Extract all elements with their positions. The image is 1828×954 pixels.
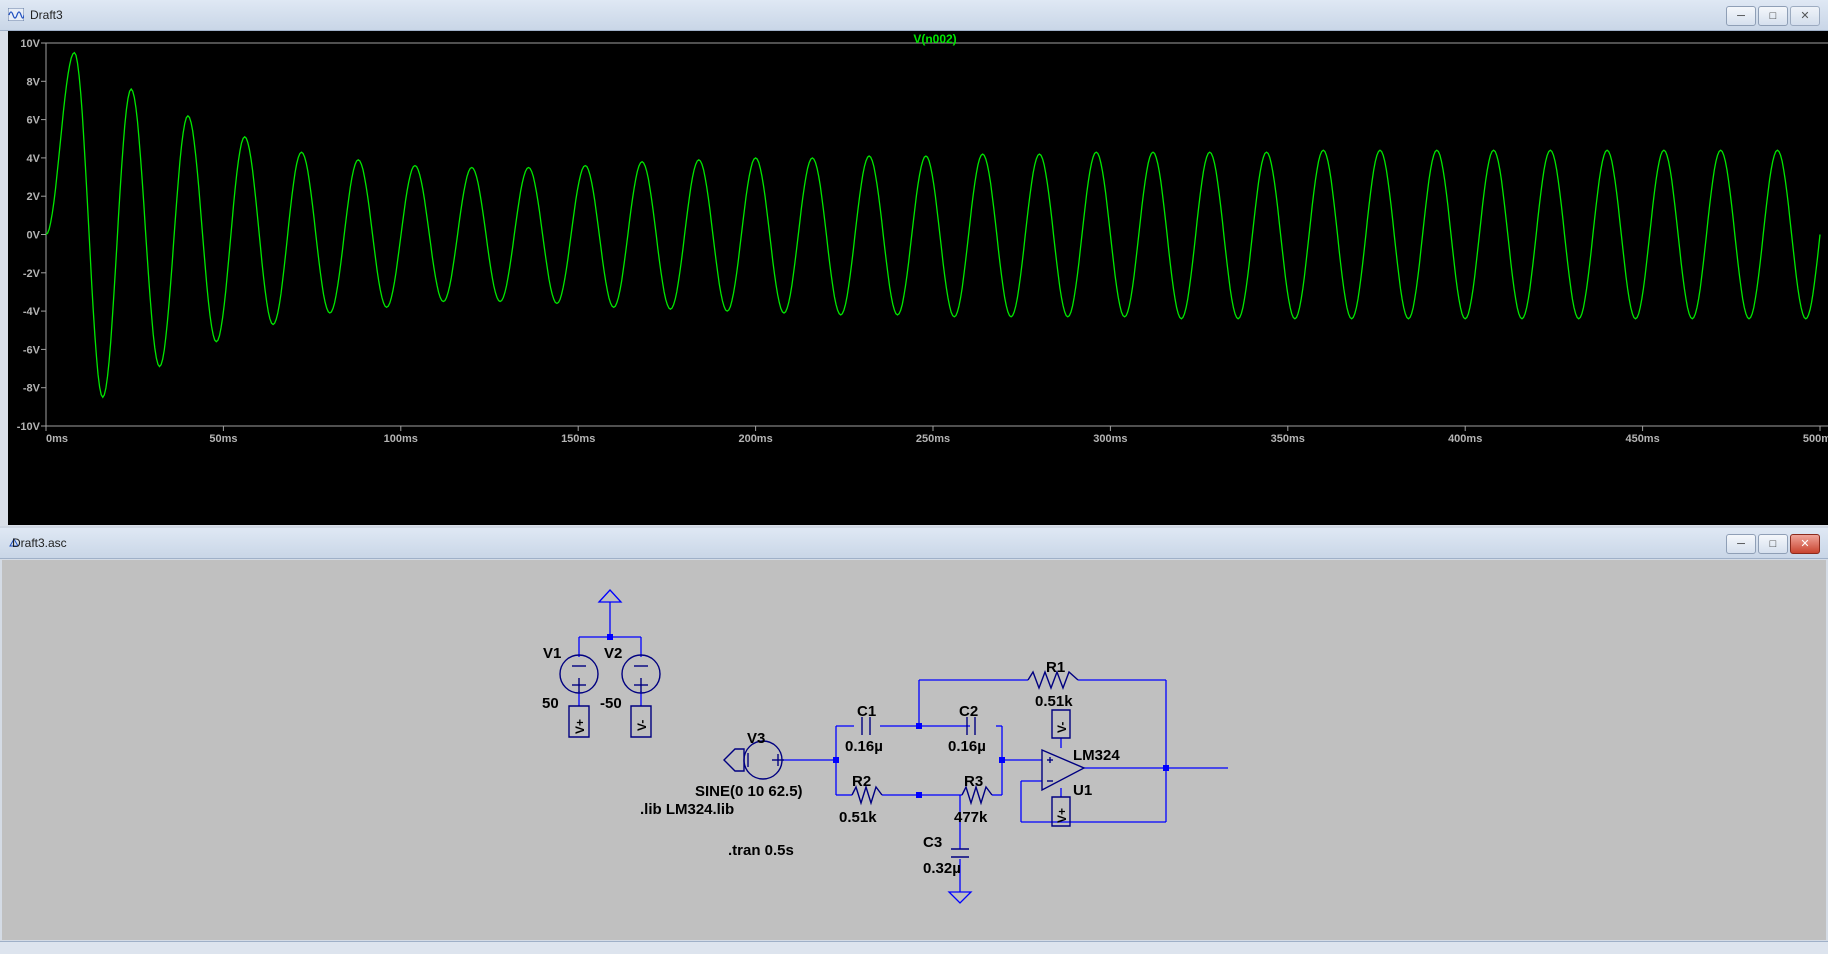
r1-symbol <box>1027 670 1079 690</box>
y-tick-label: 10V <box>20 38 40 50</box>
schematic-window-title: Draft3.asc <box>12 536 67 550</box>
y-tick-label: 6V <box>27 115 41 127</box>
x-tick-label: 50ms <box>209 433 237 445</box>
r3-symbol <box>961 784 993 806</box>
v2-name[interactable]: V2 <box>604 645 622 662</box>
v3-value[interactable]: SINE(0 10 62.5) <box>695 783 803 800</box>
y-tick-label: 0V <box>27 230 41 242</box>
waveform-viewer-window: Draft3 ─ □ ✕ V(n002) 10V 8V 6V 4V 2V 0V -2V -4V… <box>0 0 1828 526</box>
x-tick-label: 150ms <box>561 433 595 445</box>
status-strip <box>0 941 1828 954</box>
u1-vplus-label: V+ <box>1055 808 1069 823</box>
schematic-maximize-button[interactable]: □ <box>1758 534 1788 554</box>
y-tick-label: 8V <box>27 76 41 88</box>
v1-source-symbol <box>559 654 599 694</box>
c1-value[interactable]: 0.16µ <box>845 738 883 755</box>
u1-name[interactable]: U1 <box>1073 782 1092 799</box>
c3-value[interactable]: 0.32µ <box>923 860 961 877</box>
waveform-app-icon <box>8 8 24 21</box>
x-tick-label: 350ms <box>1271 433 1305 445</box>
v1-value[interactable]: 50 <box>542 695 559 712</box>
x-tick-label: 400ms <box>1448 433 1482 445</box>
r3-value[interactable]: 477k <box>954 809 988 826</box>
plot-window-title: Draft3 <box>30 8 63 22</box>
v2-flag-label: V- <box>635 720 649 731</box>
r2-symbol <box>851 784 883 806</box>
y-tick-label: -6V <box>23 344 41 356</box>
r2-name[interactable]: R2 <box>852 773 871 790</box>
schematic-canvas[interactable]: V1 50 V2 -50 V3 SINE(0 10 62.5) .lib LM3… <box>2 560 1826 940</box>
y-tick-label: 2V <box>27 191 41 203</box>
schematic-doc-icon <box>9 537 19 547</box>
c1-name[interactable]: C1 <box>857 703 876 720</box>
schematic-close-button[interactable]: ✕ <box>1790 534 1820 554</box>
c2-name[interactable]: C2 <box>959 703 978 720</box>
plot-maximize-button[interactable]: □ <box>1758 6 1788 26</box>
y-tick-label: -2V <box>23 268 41 280</box>
x-tick-label: 500ms <box>1803 433 1828 445</box>
x-tick-label: 100ms <box>384 433 418 445</box>
plot-pane[interactable]: V(n002) 10V 8V 6V 4V 2V 0V -2V -4V -6V -8V -10V 0m… <box>8 31 1828 525</box>
y-tick-label: -10V <box>17 421 41 433</box>
schematic-drawing[interactable]: V1 50 V2 -50 V3 SINE(0 10 62.5) .lib LM3… <box>2 560 1826 940</box>
c2-value[interactable]: 0.16µ <box>948 738 986 755</box>
plot-window-titlebar[interactable]: Draft3 ─ □ ✕ <box>0 0 1828 31</box>
x-tick-label: 300ms <box>1093 433 1127 445</box>
r2-value[interactable]: 0.51k <box>839 809 877 826</box>
trace-name-label[interactable]: V(n002) <box>913 32 956 46</box>
x-tick-label: 200ms <box>738 433 772 445</box>
plot-minimize-button[interactable]: ─ <box>1726 6 1756 26</box>
tran-directive[interactable]: .tran 0.5s <box>728 842 794 859</box>
v1-flag-label: V+ <box>573 719 587 734</box>
plot-close-button[interactable]: ✕ <box>1790 6 1820 26</box>
v2-source-symbol <box>621 654 661 694</box>
u1-vminus-label: V- <box>1055 722 1069 733</box>
top-flag-symbol <box>597 589 623 603</box>
r3-name[interactable]: R3 <box>964 773 983 790</box>
y-tick-label: 4V <box>27 153 41 165</box>
trace-v-n002[interactable] <box>45 51 1821 399</box>
v3-name[interactable]: V3 <box>747 730 765 747</box>
u1-model[interactable]: LM324 <box>1073 747 1120 764</box>
r1-value[interactable]: 0.51k <box>1035 693 1073 710</box>
u1-opamp-symbol <box>1041 748 1086 792</box>
y-tick-label: -4V <box>23 306 41 318</box>
y-tick-label: -8V <box>23 383 41 395</box>
c3-name[interactable]: C3 <box>923 834 942 851</box>
schematic-minimize-button[interactable]: ─ <box>1726 534 1756 554</box>
v2-value[interactable]: -50 <box>600 695 622 712</box>
schematic-editor-window: Draft3.asc ─ □ ✕ <box>0 528 1828 954</box>
x-tick-label: 250ms <box>916 433 950 445</box>
lib-directive[interactable]: .lib LM324.lib <box>640 801 734 818</box>
plot-frame <box>45 42 1828 427</box>
schematic-window-titlebar[interactable]: Draft3.asc ─ □ ✕ <box>0 528 1828 559</box>
waveform-plot[interactable]: V(n002) 10V 8V 6V 4V 2V 0V -2V -4V -6V -8V -10V 0m… <box>8 31 1828 525</box>
x-tick-label: 450ms <box>1625 433 1659 445</box>
r1-name[interactable]: R1 <box>1046 659 1065 676</box>
x-tick-label: 0ms <box>46 433 68 445</box>
v1-name[interactable]: V1 <box>543 645 561 662</box>
